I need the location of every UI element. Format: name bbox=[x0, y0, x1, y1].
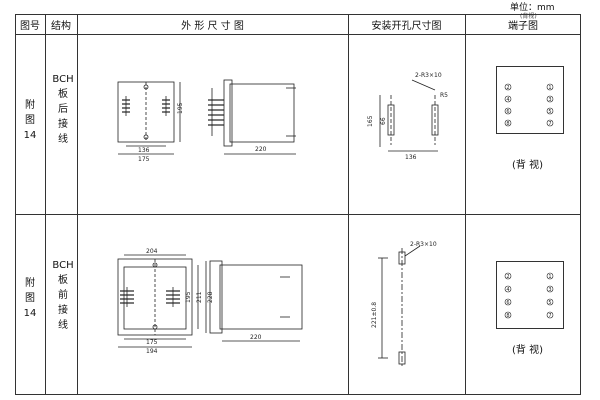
row1-structure: BCH 板 后 接 线 bbox=[52, 74, 74, 145]
row1-view-label: (背 视) bbox=[512, 160, 543, 171]
svg-text:1: 1 bbox=[548, 85, 551, 91]
row1-mounting-drawing: 2-R3×10 R5 165 66 136 bbox=[367, 72, 448, 161]
row2-outline-drawing: 204 175 194 195 211 228 220 bbox=[117, 248, 303, 353]
svg-text:8: 8 bbox=[506, 313, 509, 319]
header-fig-no: 图号 bbox=[20, 20, 40, 32]
svg-text:7: 7 bbox=[548, 313, 551, 319]
svg-text:136: 136 bbox=[405, 154, 417, 161]
unit-label: 单位：mm bbox=[510, 3, 555, 13]
header-terminal: 端子图 bbox=[508, 20, 538, 32]
row2-figure-number: 附 图 14 bbox=[23, 278, 37, 319]
svg-text:4: 4 bbox=[506, 287, 509, 293]
svg-text:175: 175 bbox=[138, 156, 150, 163]
svg-text:136: 136 bbox=[138, 147, 150, 154]
svg-text:2: 2 bbox=[506, 274, 509, 280]
row2-terminal-block bbox=[496, 261, 564, 329]
svg-text:2: 2 bbox=[506, 85, 509, 91]
svg-text:195: 195 bbox=[177, 102, 184, 114]
svg-text:165: 165 bbox=[367, 115, 374, 127]
svg-text:6: 6 bbox=[506, 300, 509, 306]
svg-text:8: 8 bbox=[506, 121, 509, 127]
row1-terminal-pins: 2 4 6 8 1 3 5 7 bbox=[504, 83, 554, 127]
svg-text:211: 211 bbox=[196, 291, 203, 303]
svg-text:2-R3×10: 2-R3×10 bbox=[410, 241, 437, 248]
header-outline: 外 形 尺 寸 图 bbox=[181, 20, 244, 32]
header-mounting: 安装开孔尺寸图 bbox=[371, 20, 442, 32]
row2-mounting-drawing: 2-R3×10 221±0.8 bbox=[371, 241, 437, 366]
svg-text:7: 7 bbox=[548, 121, 551, 127]
svg-text:220: 220 bbox=[250, 334, 262, 341]
row1-terminal-block bbox=[496, 66, 564, 134]
svg-text:175: 175 bbox=[146, 339, 158, 346]
svg-text:6: 6 bbox=[506, 109, 509, 115]
unit-sub-label: (背视) bbox=[520, 13, 537, 20]
svg-text:220: 220 bbox=[255, 146, 267, 153]
svg-text:3: 3 bbox=[548, 97, 551, 103]
svg-text:4: 4 bbox=[506, 97, 509, 103]
header-structure: 结构 bbox=[51, 20, 71, 32]
svg-text:66: 66 bbox=[380, 117, 387, 125]
svg-text:3: 3 bbox=[548, 287, 551, 293]
svg-text:194: 194 bbox=[146, 348, 158, 353]
svg-text:5: 5 bbox=[548, 109, 551, 115]
row1-outline-drawing: 136 175 195 220 bbox=[117, 79, 296, 163]
row2-view-label: (背 视) bbox=[512, 345, 543, 356]
svg-text:2-R3×10: 2-R3×10 bbox=[415, 72, 442, 79]
svg-text:195: 195 bbox=[185, 291, 192, 303]
row1-figure-number: 附 图 14 bbox=[23, 100, 37, 141]
row2-terminal-pins: 2 4 6 8 1 3 5 7 bbox=[504, 272, 554, 319]
svg-text:5: 5 bbox=[548, 300, 551, 306]
row2-structure: BCH 板 前 接 线 bbox=[52, 260, 74, 331]
svg-text:228: 228 bbox=[207, 291, 214, 303]
svg-text:221±0.8: 221±0.8 bbox=[371, 302, 378, 328]
svg-text:R5: R5 bbox=[440, 92, 448, 99]
svg-text:204: 204 bbox=[146, 248, 158, 255]
svg-text:1: 1 bbox=[548, 274, 551, 280]
